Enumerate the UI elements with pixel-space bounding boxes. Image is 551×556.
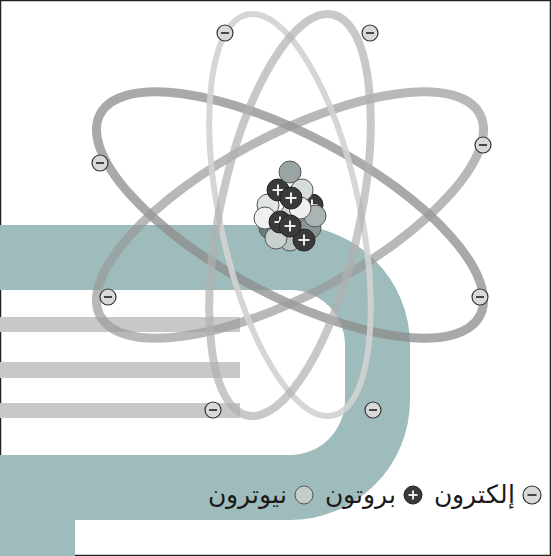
electron (92, 155, 108, 171)
legend-item: إلكترون (434, 480, 543, 509)
proton (280, 187, 302, 209)
proton (279, 215, 301, 237)
proton (404, 486, 422, 504)
legend: إلكترون بروتون نيوترون (198, 480, 543, 509)
electron (205, 402, 221, 418)
legend-label: نيوترون (208, 480, 287, 509)
legend-label: إلكترون (434, 480, 515, 509)
legend-label: بروتون (325, 480, 396, 509)
electron (475, 137, 491, 153)
legend-item: نيوترون (208, 480, 315, 509)
legend-item: بروتون (325, 480, 424, 509)
electron (100, 289, 116, 305)
electron (523, 486, 541, 504)
electron (472, 289, 488, 305)
neutron (279, 161, 301, 183)
proton-sample (402, 484, 424, 506)
electron (365, 402, 381, 418)
neutron-sample (293, 484, 315, 506)
neutron (295, 486, 313, 504)
electron-sample (521, 484, 543, 506)
electron (362, 25, 378, 41)
electron (217, 25, 233, 41)
